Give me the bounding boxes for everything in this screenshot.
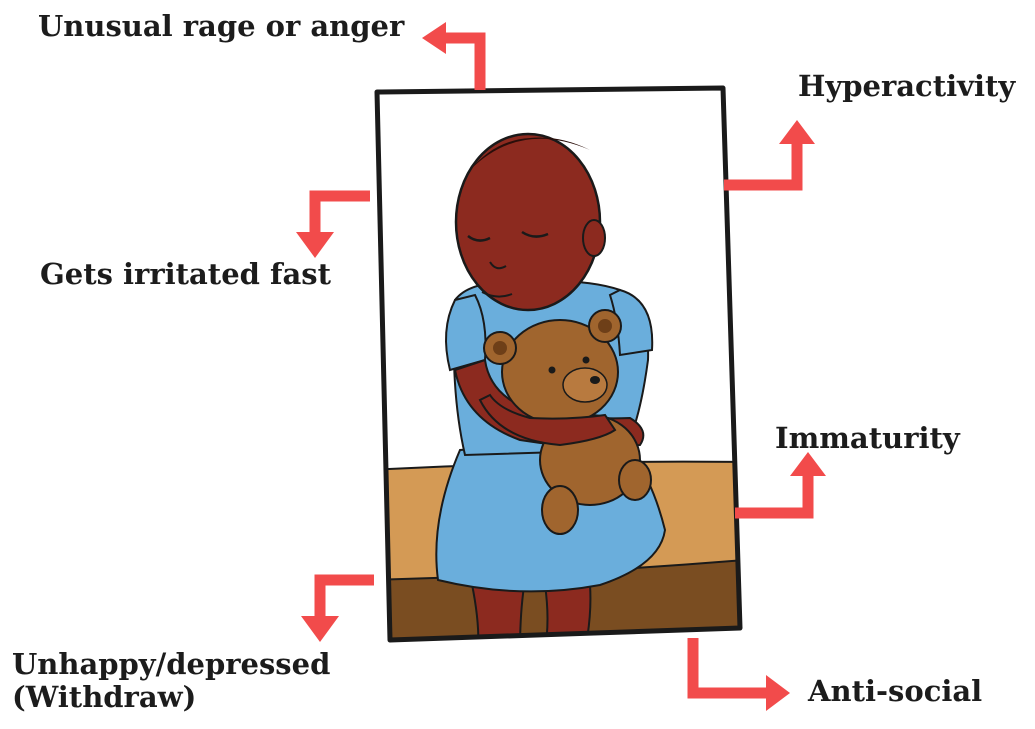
arrow-to-unhappy — [301, 580, 374, 642]
arrow-to-hyperactivity — [724, 120, 815, 185]
arrow-to-rage — [422, 22, 480, 90]
child-with-teddy-bear-illustration — [370, 88, 745, 650]
arrow-to-antisocial — [693, 638, 790, 711]
arrow-to-immaturity — [735, 452, 826, 513]
arrow-to-irritated — [296, 196, 370, 258]
